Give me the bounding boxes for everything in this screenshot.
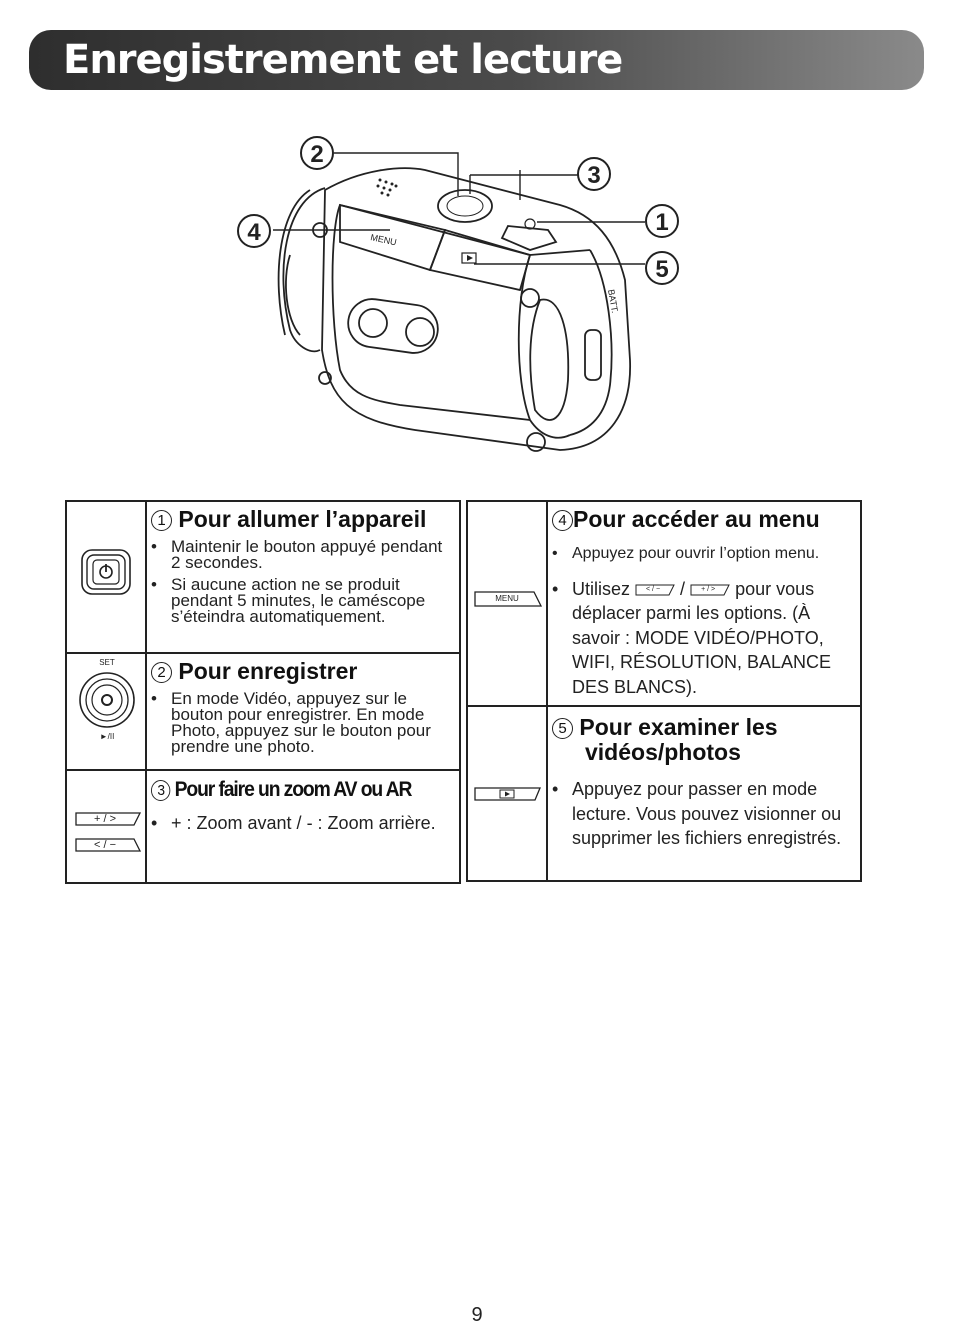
callout-2: 2 xyxy=(310,141,323,168)
menu-button-label: MENU xyxy=(495,594,519,603)
set-label: SET xyxy=(99,658,115,667)
play-pause-label: ►/II xyxy=(99,732,115,741)
list-item: Utilisez < / − / + / > pour vous déplace… xyxy=(550,577,856,700)
section-title-zoom: 3 Pour faire un zoom AV ou AR xyxy=(151,777,412,802)
page-title: Enregistrement et lecture xyxy=(63,37,623,83)
record-button-icon: SET ►/II xyxy=(77,658,137,746)
callout-1: 1 xyxy=(655,209,668,236)
section-title-power: 1 Pour allumer l’appareil xyxy=(151,507,426,532)
menu-button-icon: MENU xyxy=(474,590,542,608)
list-item: Si aucune action ne se produit pendant 5… xyxy=(149,576,449,625)
playback-button-icon xyxy=(474,786,542,802)
camera-drawing: MENU BATT. 2 3 1 4 5 xyxy=(237,136,679,452)
title-banner: Enregistrement et lecture xyxy=(29,30,924,90)
zoom-out-mini-icon: < / − xyxy=(635,584,675,596)
zoom-out-label: < / − xyxy=(93,839,117,851)
page-number: 9 xyxy=(471,1304,483,1326)
power-bullets: Maintenir le bouton appuyé pendant 2 sec… xyxy=(149,538,449,631)
left-instructions-table: 1 Pour allumer l’appareil Maintenir le b… xyxy=(65,500,461,884)
list-item: Appuyez pour ouvrir l’option menu. xyxy=(550,542,856,567)
zoom-bullets: + : Zoom avant / - : Zoom arrière. xyxy=(149,811,449,844)
list-item: Appuyez pour passer en mode lecture. Vou… xyxy=(550,777,856,851)
list-item: Maintenir le bouton appuyé pendant 2 sec… xyxy=(149,538,449,571)
list-item: En mode Vidéo, appuyez sur le bouton pou… xyxy=(149,690,449,755)
list-item: + : Zoom avant / - : Zoom arrière. xyxy=(149,811,449,836)
record-bullets: En mode Vidéo, appuyez sur le bouton pou… xyxy=(149,690,449,761)
section-title-record: 2 Pour enregistrer xyxy=(151,659,357,684)
zoom-in-mini-icon: + / > xyxy=(690,584,730,596)
callout-4: 4 xyxy=(247,219,261,246)
batt-label-on-device: BATT. xyxy=(606,289,620,314)
menu-bullets: Appuyez pour ouvrir l’option menu. Utili… xyxy=(550,542,856,707)
zoom-buttons-icon: + / > < / − xyxy=(74,810,142,854)
callout-5: 5 xyxy=(655,256,668,283)
section-title-playback-line2: vidéos/photos xyxy=(585,739,741,765)
section-title-playback: 5 Pour examiner les xyxy=(552,715,778,740)
camera-illustration: MENU BATT. 2 3 1 4 5 xyxy=(230,130,690,470)
power-button-icon xyxy=(81,549,131,595)
playback-bullets: Appuyez pour passer en mode lecture. Vou… xyxy=(550,777,856,859)
callout-3: 3 xyxy=(587,162,600,189)
menu-label-on-device: MENU xyxy=(370,232,398,247)
zoom-in-label: + / > xyxy=(93,813,117,825)
